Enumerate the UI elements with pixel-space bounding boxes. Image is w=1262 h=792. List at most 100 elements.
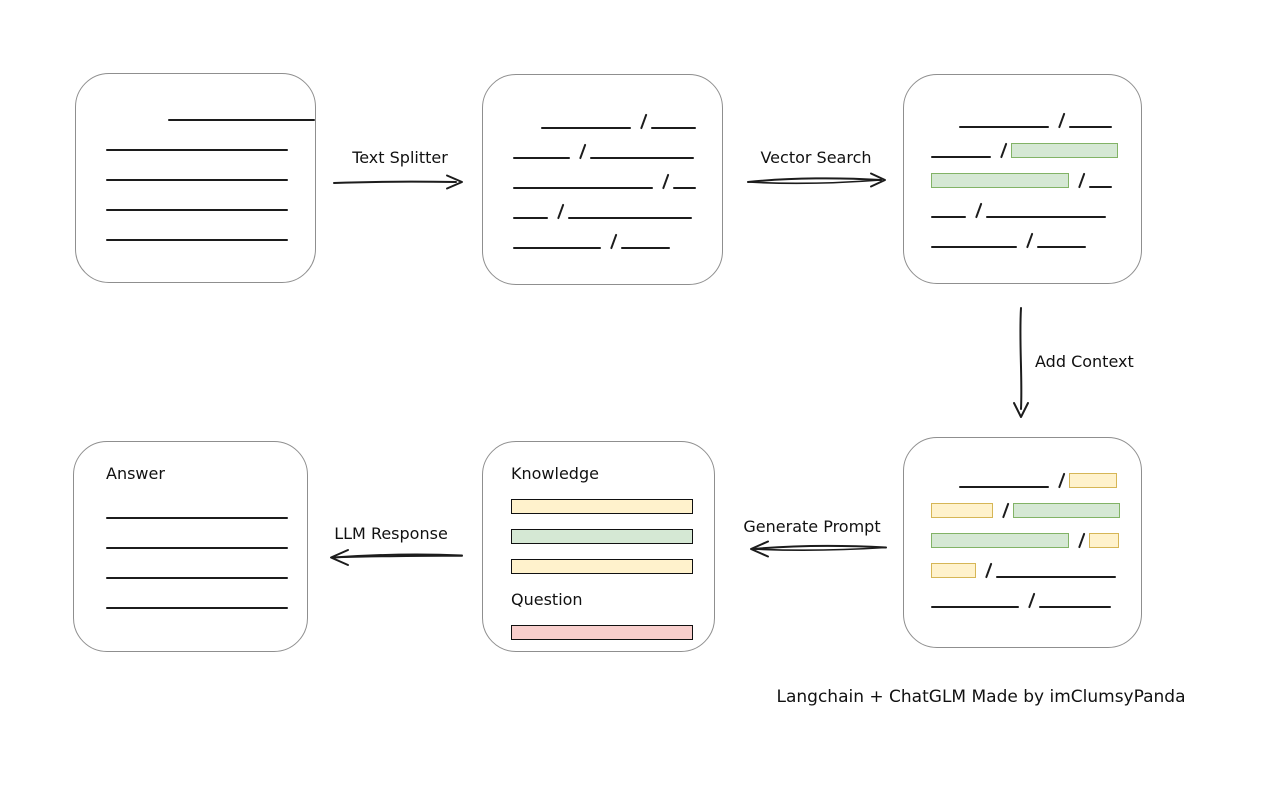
slash-separator-icon [1078, 172, 1086, 189]
chunk-row [106, 579, 307, 609]
document-text-lines [76, 74, 315, 241]
vector-matched-chunks-node [903, 74, 1142, 284]
chunk-row [106, 211, 315, 241]
chunk-row [106, 151, 315, 181]
yellow-bar [511, 499, 693, 514]
question-label: Question [511, 590, 583, 609]
chunk-rows [483, 75, 722, 250]
text-line [651, 127, 696, 129]
llm-response-arrow-icon [330, 549, 463, 566]
chunk-row [106, 121, 315, 151]
text-line [168, 119, 315, 121]
slash-separator-icon [1002, 502, 1010, 519]
yellow-chunk-highlight [931, 503, 993, 518]
text-line [1037, 246, 1086, 248]
yellow-chunk-highlight [1069, 473, 1117, 488]
green-chunk-highlight [931, 173, 1069, 188]
split-chunks-node [482, 74, 723, 285]
chunk-row [513, 189, 722, 220]
chunk-row [168, 91, 315, 121]
green-chunk-highlight [1013, 503, 1120, 518]
generate-prompt-label: Generate Prompt [743, 517, 881, 536]
text-line [959, 126, 1049, 128]
prompt-node: Knowledge Question [482, 441, 715, 652]
chunk-row [931, 578, 1141, 609]
vector-search-label: Vector Search [760, 148, 872, 167]
llm-response-label: LLM Response [334, 524, 448, 543]
chunk-row [931, 188, 1141, 219]
knowledge-bars [511, 499, 714, 574]
text-line [996, 576, 1116, 578]
slash-separator-icon [985, 562, 993, 579]
answer-text-lines [106, 484, 307, 609]
text-line [106, 239, 288, 241]
text-line [931, 606, 1019, 608]
chunk-row [931, 128, 1141, 159]
text-line [1069, 126, 1112, 128]
chunk-row [931, 518, 1141, 549]
text-line [541, 127, 631, 129]
chunk-row [106, 181, 315, 211]
chunk-row [106, 489, 307, 519]
chunk-row [959, 98, 1141, 129]
text-line [513, 157, 570, 159]
yellow-bar [511, 559, 693, 574]
slash-separator-icon [610, 233, 618, 250]
generate-prompt-arrow-icon [750, 540, 887, 558]
slash-separator-icon [557, 203, 565, 220]
text-line [959, 486, 1049, 488]
green-chunk-highlight [931, 533, 1069, 548]
chunk-row [513, 159, 722, 190]
chunk-row [931, 218, 1141, 249]
text-line [931, 216, 966, 218]
text-splitter-arrow-icon [333, 174, 463, 190]
chunk-row [931, 158, 1141, 189]
chunk-row [513, 129, 722, 160]
chunk-row [513, 219, 722, 250]
chunk-row [106, 549, 307, 579]
answer-label: Answer [106, 464, 165, 483]
text-line [513, 247, 601, 249]
slash-separator-icon [662, 173, 670, 190]
text-line [590, 157, 694, 159]
slash-separator-icon [1000, 142, 1008, 159]
context-chunks-node [903, 437, 1142, 648]
chunk-row [959, 458, 1141, 489]
slash-separator-icon [1026, 232, 1034, 249]
slash-separator-icon [640, 113, 648, 130]
slash-separator-icon [579, 143, 587, 160]
add-context-arrow-icon [1013, 307, 1029, 418]
chunk-row [541, 99, 722, 130]
green-chunk-highlight [1011, 143, 1118, 158]
text-line [106, 547, 288, 549]
text-line [513, 187, 653, 189]
chunk-row [931, 488, 1141, 519]
matched-chunk-rows [904, 75, 1141, 249]
text-line [106, 149, 288, 151]
text-line [106, 209, 288, 211]
vector-search-arrow-icon [747, 172, 886, 188]
text-line [931, 156, 991, 158]
text-line [106, 577, 288, 579]
text-line [106, 607, 288, 609]
red-bar [511, 625, 693, 640]
text-line [621, 247, 670, 249]
text-line [513, 217, 548, 219]
green-bar [511, 529, 693, 544]
caption-text: Langchain + ChatGLM Made by imClumsyPand… [776, 687, 1186, 707]
slash-separator-icon [1058, 112, 1066, 129]
chunk-row [106, 519, 307, 549]
add-context-label: Add Context [1035, 352, 1134, 371]
text-line [568, 217, 692, 219]
yellow-chunk-highlight [1089, 533, 1119, 548]
answer-node: Answer [73, 441, 308, 652]
text-line [106, 517, 288, 519]
question-bars [511, 625, 714, 640]
text-splitter-label: Text Splitter [352, 148, 448, 167]
text-line [106, 179, 288, 181]
slash-separator-icon [1078, 532, 1086, 549]
text-line [673, 187, 696, 189]
text-line [1089, 186, 1112, 188]
text-line [931, 246, 1017, 248]
